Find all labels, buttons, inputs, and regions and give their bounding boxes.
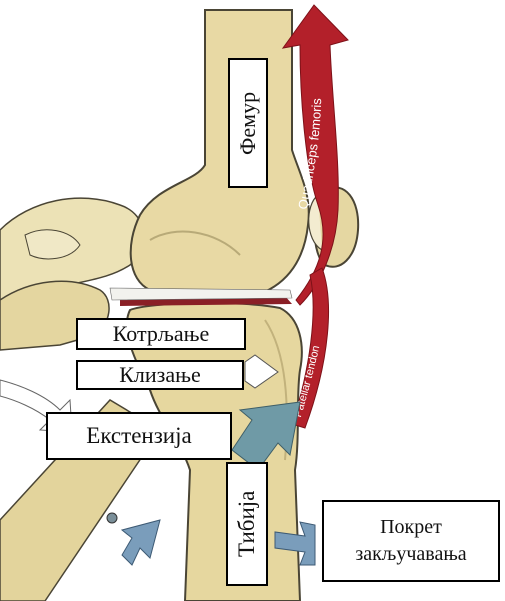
locking-arrow-left-icon [122,520,160,565]
femur-label: Фемур [228,58,268,188]
gliding-label: Клизање [76,360,244,390]
tibia-label: Тибија [226,462,268,586]
extension-label: Екстензија [46,412,232,460]
rolling-label: Котрљање [76,318,246,350]
locking-label-text: Покрет закључавања [328,514,494,568]
locking-label: Покрет закључавања [322,500,500,582]
femur-bone [131,10,309,301]
